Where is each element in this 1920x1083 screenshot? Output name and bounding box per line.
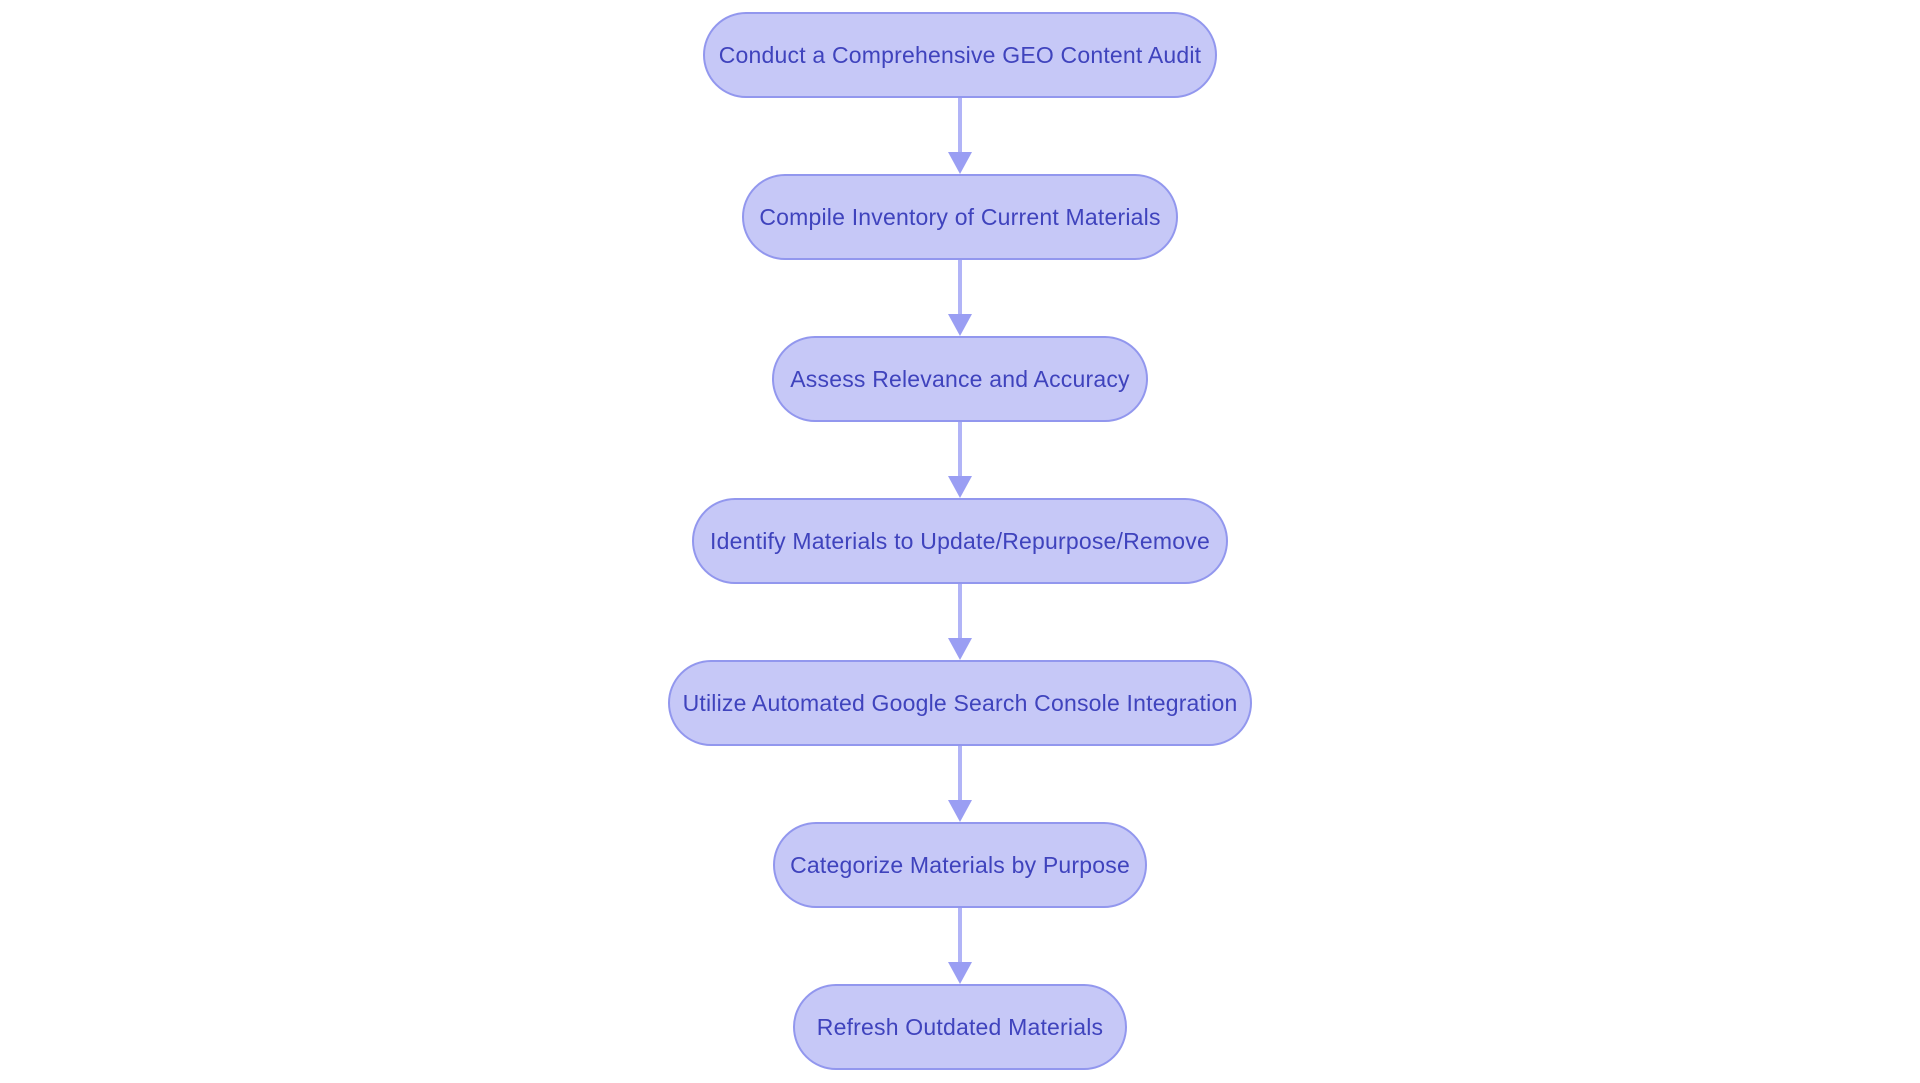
flow-arrow-2 xyxy=(948,260,972,336)
flow-node-categorize-materials: Categorize Materials by Purpose xyxy=(773,822,1147,908)
flow-node-conduct-geo-content-audit: Conduct a Comprehensive GEO Content Audi… xyxy=(703,12,1217,98)
arrow-stem xyxy=(958,908,962,962)
flow-arrow-6 xyxy=(948,908,972,984)
flow-node-label: Conduct a Comprehensive GEO Content Audi… xyxy=(718,41,1202,68)
arrow-head-icon xyxy=(948,476,972,498)
flow-node-compile-inventory: Compile Inventory of Current Materials xyxy=(742,174,1178,260)
arrow-stem xyxy=(958,260,962,314)
arrow-head-icon xyxy=(948,152,972,174)
flow-node-assess-relevance: Assess Relevance and Accuracy xyxy=(772,336,1148,422)
arrow-stem xyxy=(958,746,962,800)
flow-arrow-1 xyxy=(948,98,972,174)
flow-arrow-3 xyxy=(948,422,972,498)
arrow-head-icon xyxy=(948,638,972,660)
flow-node-label: Compile Inventory of Current Materials xyxy=(759,203,1161,230)
flow-node-label: Utilize Automated Google Search Console … xyxy=(682,689,1238,716)
flow-node-label: Categorize Materials by Purpose xyxy=(790,851,1130,878)
arrow-stem xyxy=(958,98,962,152)
arrow-head-icon xyxy=(948,314,972,336)
flow-node-label: Identify Materials to Update/Repurpose/R… xyxy=(710,527,1210,554)
flow-node-refresh-outdated: Refresh Outdated Materials xyxy=(793,984,1127,1070)
flow-arrow-5 xyxy=(948,746,972,822)
flow-node-gsc-integration: Utilize Automated Google Search Console … xyxy=(668,660,1252,746)
flow-node-label: Refresh Outdated Materials xyxy=(816,1013,1104,1040)
arrow-stem xyxy=(958,584,962,638)
flow-arrow-4 xyxy=(948,584,972,660)
flow-node-identify-materials: Identify Materials to Update/Repurpose/R… xyxy=(692,498,1228,584)
flow-node-label: Assess Relevance and Accuracy xyxy=(790,365,1130,392)
arrow-head-icon xyxy=(948,800,972,822)
arrow-head-icon xyxy=(948,962,972,984)
arrow-stem xyxy=(958,422,962,476)
